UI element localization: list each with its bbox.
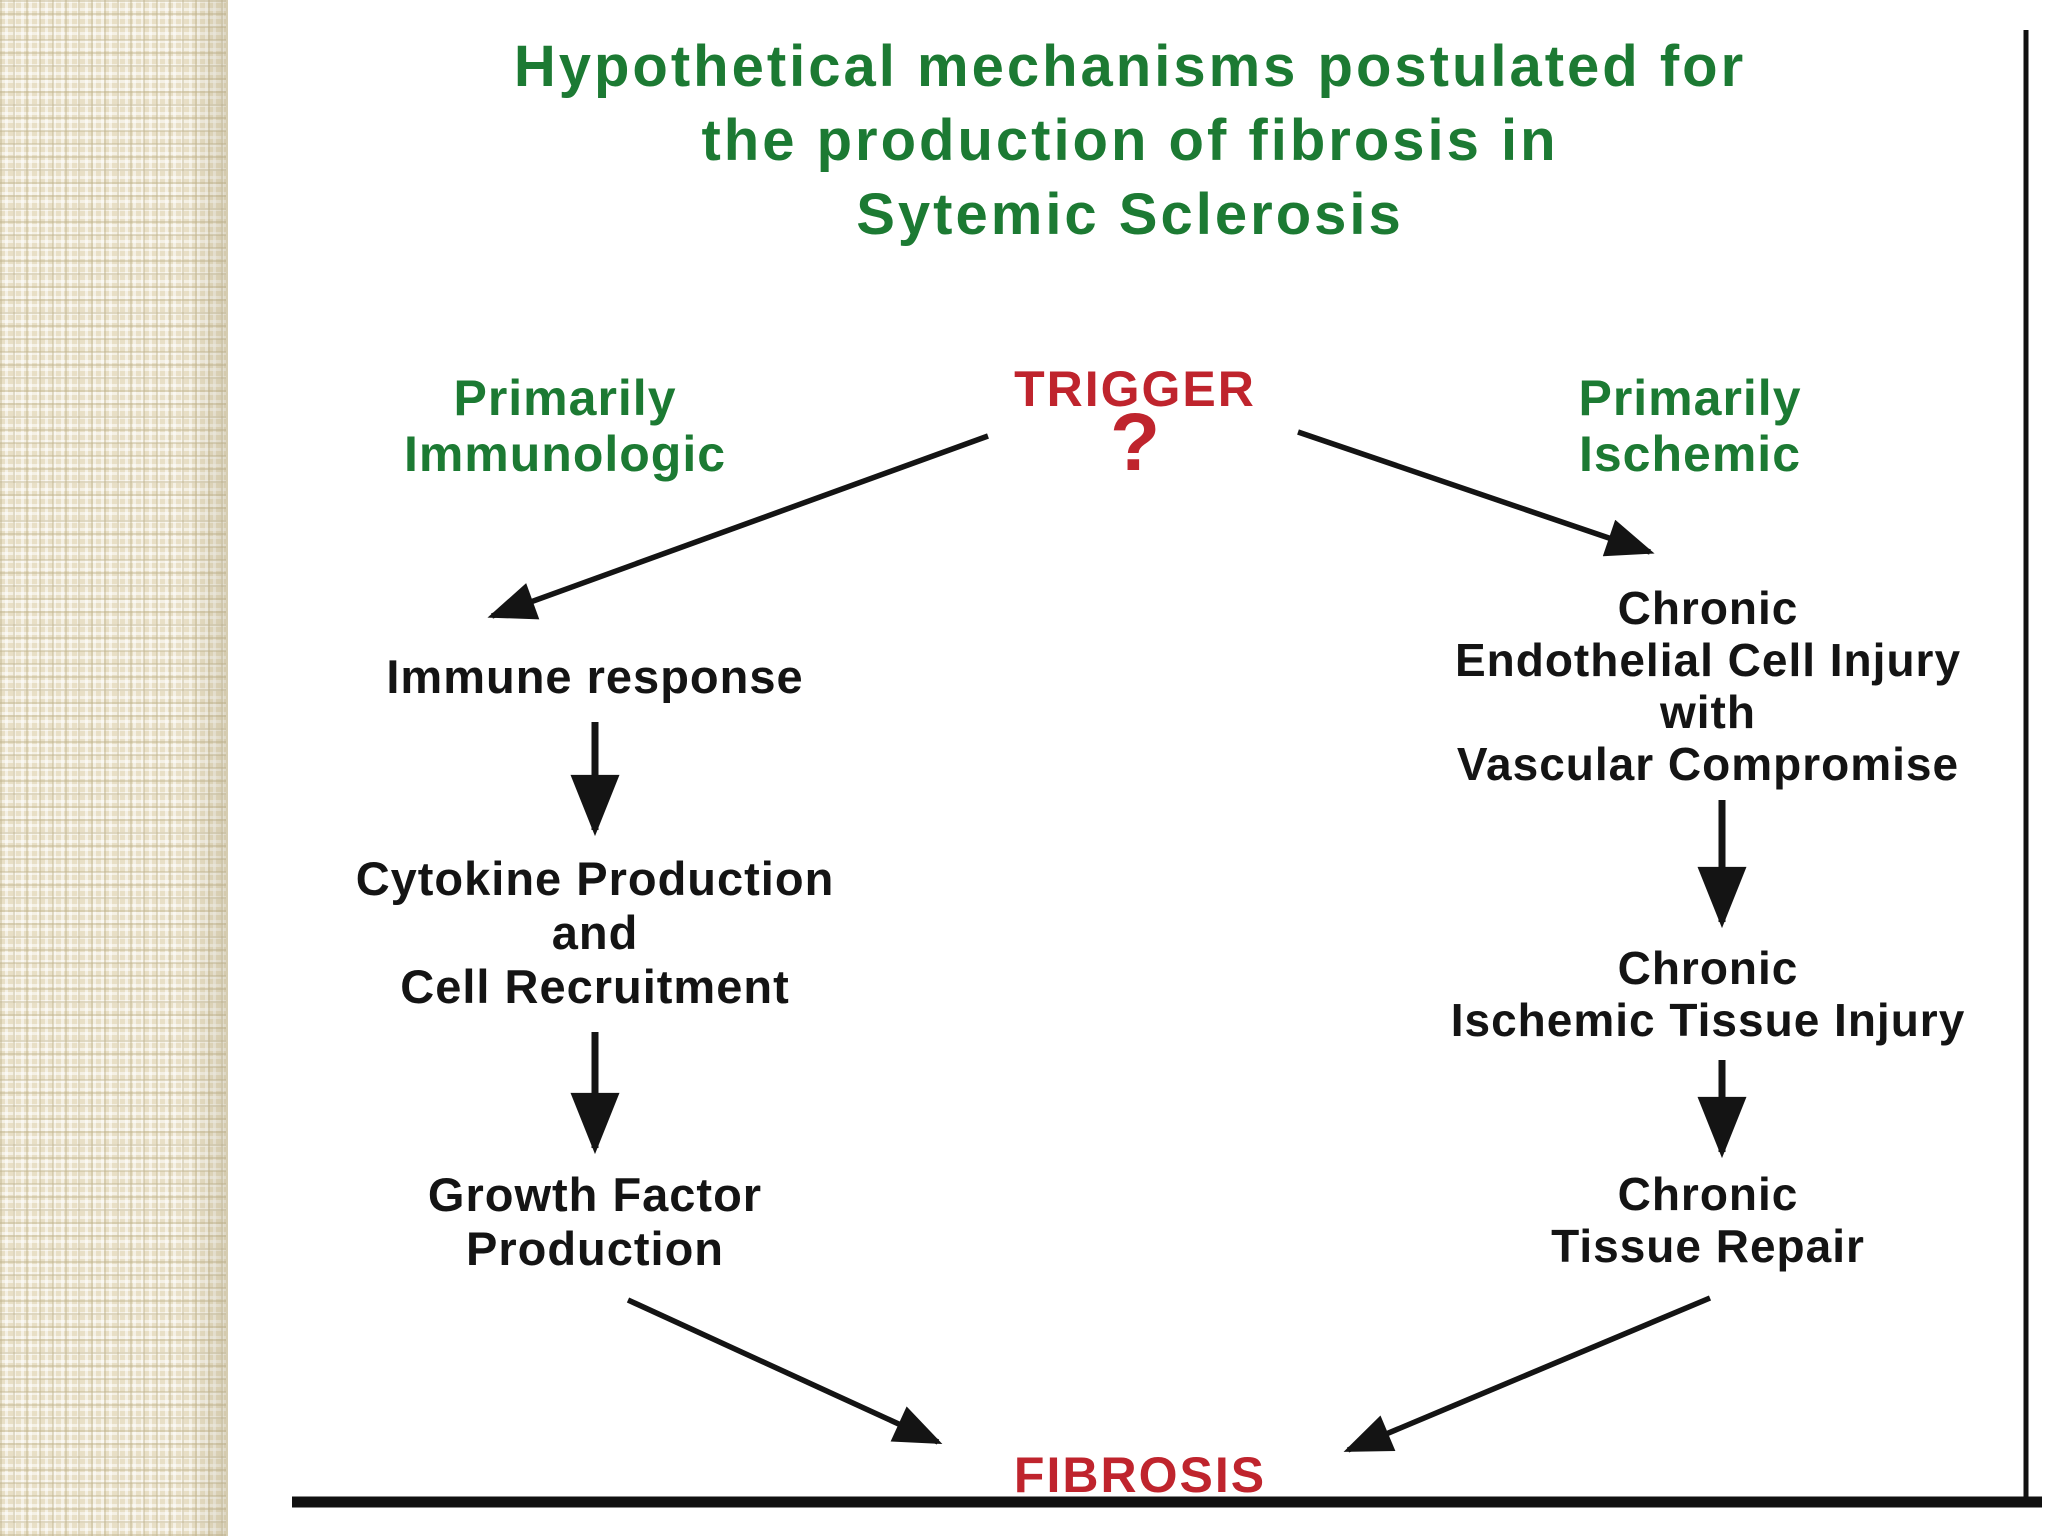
node-fibrosis-outcome: FIBROSIS [1013, 1447, 1267, 1503]
slide-left-texture-strip [0, 0, 228, 1536]
node-chronic-tissue-repair: Chronic Tissue Repair [1551, 1168, 1865, 1272]
node-chronic-ischemic-tissue-injury: Chronic Ischemic Tissue Injury [1450, 942, 1966, 1046]
node-immune-response: Immune response [386, 650, 804, 703]
trigger-question-mark: ? [1109, 397, 1161, 488]
node-growth-factor-production: Growth Factor Production [427, 1168, 763, 1275]
trigger-label: TRIGGER [1014, 361, 1256, 417]
arrow-trigger-to-endothelial [1297, 429, 1655, 557]
arrow-growth-to-fibrosis [626, 1297, 943, 1445]
slide-title: Hypothetical mechanisms postulated for t… [513, 34, 1747, 247]
branch-label-immunologic: Primarily Immunologic [403, 370, 727, 482]
node-chronic-endothelial-cell-injury: Chronic Endothelial Cell Injury with Vas… [1454, 582, 1962, 790]
branch-label-ischemic: Primarily Ischemic [1578, 370, 1802, 482]
node-cytokine-production: Cytokine Production and Cell Recruitment [355, 852, 835, 1013]
arrow-trigger-to-immune [487, 433, 989, 620]
arrow-repair-to-fibrosis [1343, 1295, 1712, 1453]
